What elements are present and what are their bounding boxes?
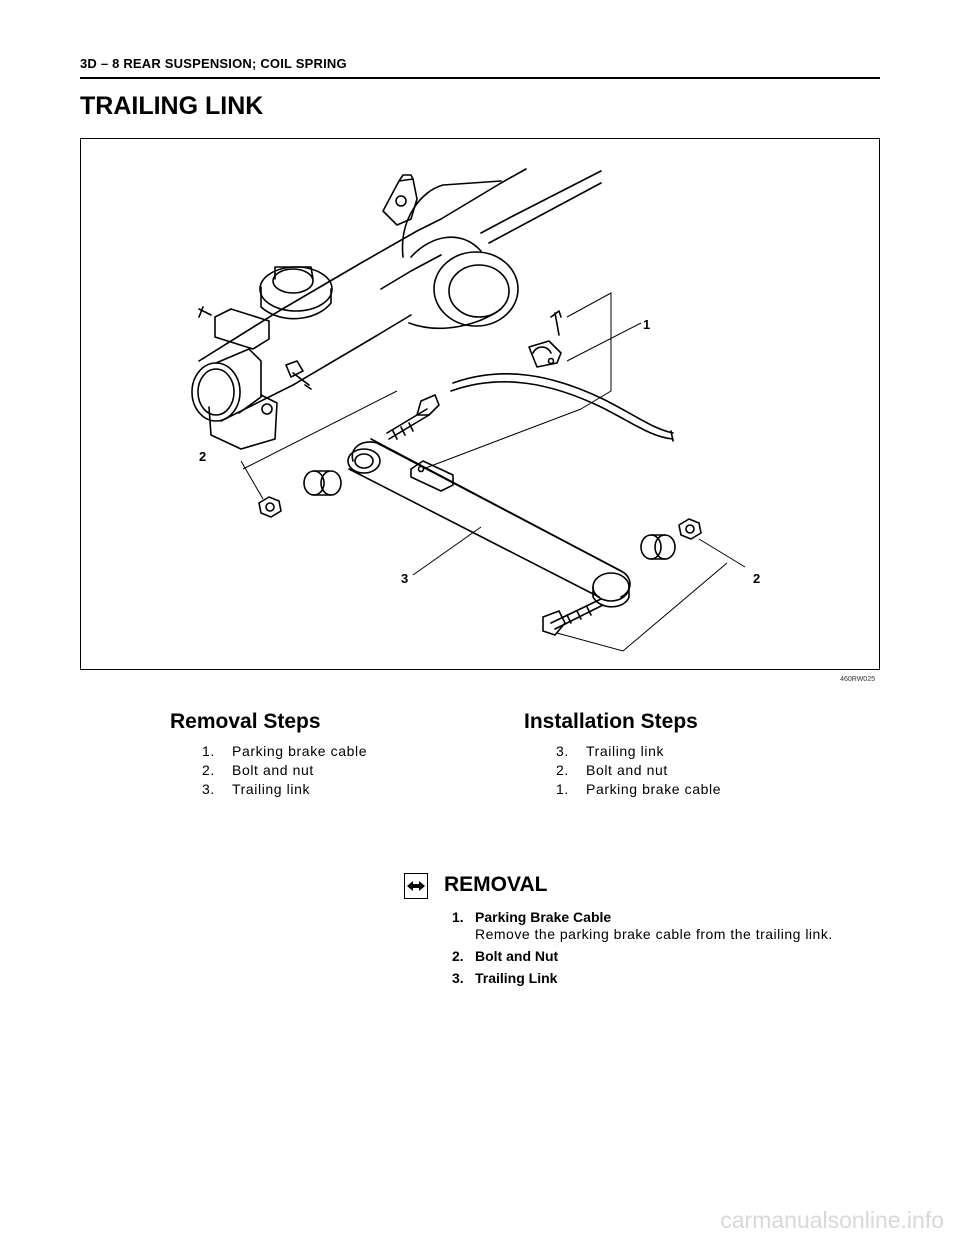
callout-1: 1	[643, 317, 650, 332]
page-title: TRAILING LINK	[80, 92, 264, 120]
step-number: 1.	[202, 743, 215, 759]
removal-steps-block: Removal Steps 1. Parking brake cable 2. Bo…	[170, 710, 367, 799]
callout-2-left: 2	[199, 449, 206, 464]
header-text: 3D – 8 REAR SUSPENSION; COIL SPRING	[80, 56, 347, 71]
list-item: 3. Trailing link	[556, 742, 721, 761]
step-text: Bolt and nut	[232, 762, 314, 778]
step-number: 1.	[556, 781, 569, 797]
installation-steps-block: Installation Steps 3. Trailing link 2. Bol…	[524, 710, 721, 799]
installation-steps-list: 3. Trailing link 2. Bolt and nut 1. Parking…	[524, 742, 721, 799]
callout-2-right: 2	[753, 571, 760, 586]
procedure-title: Bolt and Nut	[475, 948, 559, 964]
step-text: Trailing link	[232, 781, 311, 797]
procedure-item: 2. Bolt and Nut	[452, 948, 882, 964]
remove-arrows-icon	[404, 873, 428, 899]
callout-3: 3	[401, 571, 408, 586]
procedure-item-title: 1. Parking Brake Cable	[452, 909, 882, 925]
procedure-item-title: 2. Bolt and Nut	[452, 948, 882, 964]
removal-procedure: 1. Parking Brake Cable Remove the parking…	[452, 909, 882, 992]
procedure-title: Trailing Link	[475, 970, 558, 986]
list-item: 3. Trailing link	[202, 780, 367, 799]
procedure-item: 1. Parking Brake Cable Remove the parking…	[452, 909, 882, 942]
trailing-link-illustration: 1 2 3 2 460RW025	[80, 138, 880, 683]
step-number: 3.	[556, 743, 569, 759]
figure-code: 460RW025	[840, 676, 875, 683]
exploded-view-drawing: 1 2 3 2	[191, 168, 760, 652]
procedure-number: 3.	[452, 970, 464, 986]
step-number: 2.	[556, 762, 569, 778]
removal-section-heading: REMOVAL	[444, 873, 548, 896]
procedure-number: 1.	[452, 909, 464, 925]
step-text: Bolt and nut	[586, 762, 668, 778]
list-item: 2. Bolt and nut	[202, 761, 367, 780]
procedure-item-title: 3. Trailing Link	[452, 970, 882, 986]
step-number: 3.	[202, 781, 215, 797]
procedure-description: Remove the parking brake cable from the …	[475, 926, 833, 942]
procedure-number: 2.	[452, 948, 464, 964]
page-header: 3D – 8 REAR SUSPENSION; COIL SPRING	[80, 55, 880, 79]
list-item: 2. Bolt and nut	[556, 761, 721, 780]
step-text: Trailing link	[586, 743, 665, 759]
list-item: 1. Parking brake cable	[202, 742, 367, 761]
step-text: Parking brake cable	[232, 743, 368, 759]
installation-steps-heading: Installation Steps	[524, 710, 698, 733]
step-text: Parking brake cable	[586, 781, 722, 797]
removal-steps-list: 1. Parking brake cable 2. Bolt and nut 3. T…	[170, 742, 367, 799]
procedure-item: 3. Trailing Link	[452, 970, 882, 986]
list-item: 1. Parking brake cable	[556, 780, 721, 799]
procedure-title: Parking Brake Cable	[475, 909, 612, 925]
step-number: 2.	[202, 762, 215, 778]
removal-steps-heading: Removal Steps	[170, 710, 321, 733]
watermark[interactable]: carmanualsonline.info	[720, 1207, 944, 1233]
